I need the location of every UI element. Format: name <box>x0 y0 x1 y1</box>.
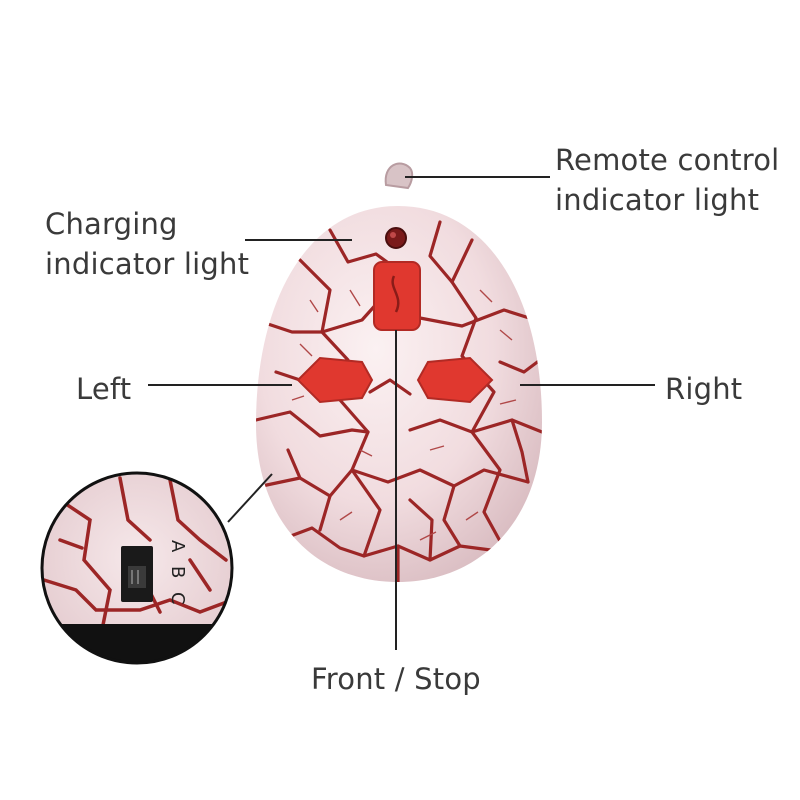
switch-letter-b: B <box>167 566 188 578</box>
charging-indicator-light <box>385 227 407 249</box>
front-stop-label: Front / Stop <box>311 662 481 696</box>
remote-control-label-line1: Remote control <box>555 143 780 177</box>
right-button[interactable] <box>416 356 494 404</box>
remote-control-indicator-label: Remote control indicator light <box>555 140 779 220</box>
left-button[interactable] <box>296 356 374 404</box>
left-label: Left <box>76 372 132 406</box>
switch-letter-a: A <box>167 540 188 553</box>
egg-shell <box>256 206 542 582</box>
keyring-loop <box>384 162 414 190</box>
leader-inset <box>227 473 273 523</box>
remote-control-label-line2: indicator light <box>555 183 760 217</box>
switch-inset: A B C <box>40 471 234 665</box>
right-label: Right <box>665 372 743 406</box>
front-stop-button[interactable] <box>373 261 421 331</box>
charging-label-line2: indicator light <box>45 247 250 281</box>
leader-lines <box>148 176 655 650</box>
abc-slide-switch[interactable] <box>121 546 153 602</box>
switch-letter-c: C <box>167 592 188 605</box>
charging-label-line1: Charging <box>45 207 178 241</box>
charging-indicator-label: Charging indicator light <box>45 204 249 284</box>
